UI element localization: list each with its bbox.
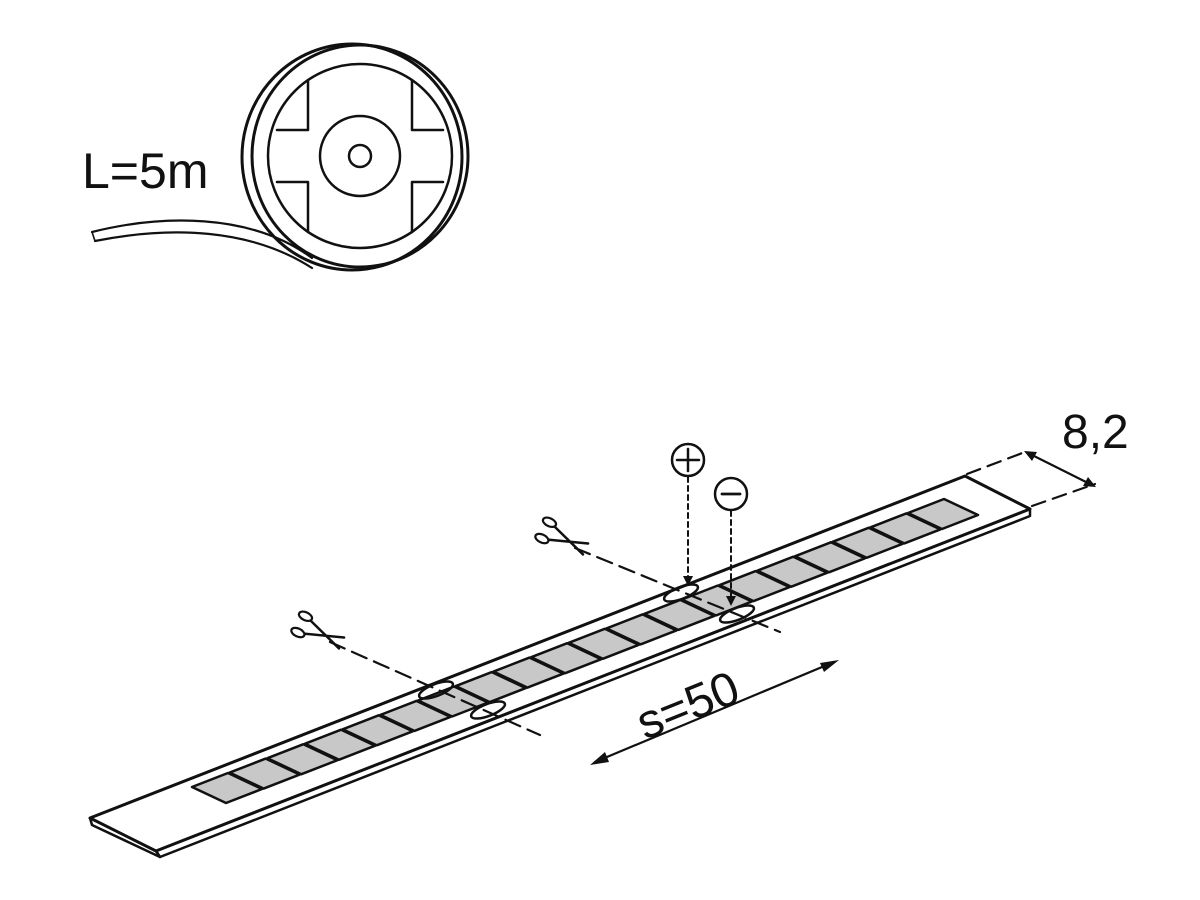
width-dimension-line <box>1028 452 1092 486</box>
spacing-label: s=50 <box>629 662 747 751</box>
width-extension-top <box>965 450 1027 476</box>
plus-marker <box>670 442 706 586</box>
reel-outer-rim <box>250 43 470 269</box>
scissors-blades <box>547 525 590 556</box>
width-arrowhead <box>1083 477 1096 487</box>
led-chip <box>906 497 980 531</box>
spacing-dimension-line <box>593 660 836 764</box>
cut-lines <box>328 546 782 737</box>
tape-tail-end <box>91 231 96 242</box>
solder-pad-minus <box>718 604 756 624</box>
width-label: 8,2 <box>1062 406 1129 459</box>
scissors-handle <box>541 516 558 529</box>
tape-tail-bottom <box>93 231 314 270</box>
reel-hub <box>318 114 402 198</box>
reel-inner-rim <box>266 62 454 250</box>
reel-axle <box>347 143 373 169</box>
cut-line-left <box>328 640 542 737</box>
width-dimension: 8,2 <box>965 406 1129 508</box>
strip-front-edge <box>154 507 1032 859</box>
minus-marker <box>713 476 749 606</box>
plus-arrowhead <box>683 576 693 586</box>
led-chips <box>190 497 980 805</box>
solder-pad <box>417 680 455 700</box>
tape-tail-top <box>90 219 314 260</box>
spacing-arrowhead <box>590 752 609 765</box>
led-strip: 8,2 s=50 <box>88 406 1129 859</box>
scissors-blades <box>303 619 346 650</box>
reel-illustration: L=5m <box>82 42 470 272</box>
reel-length-label: L=5m <box>82 143 208 199</box>
reel-back-rim <box>240 42 464 272</box>
solder-pad <box>469 700 507 720</box>
width-extension-bottom <box>1030 482 1097 508</box>
cut-line-right <box>573 546 782 634</box>
solder-pads <box>417 583 756 720</box>
scissors-icon <box>290 610 346 650</box>
strip-left-edge <box>88 816 162 859</box>
scissors-handle <box>534 532 550 545</box>
scissors-handle <box>297 610 314 623</box>
spacing-arrowhead <box>820 660 839 672</box>
reel-spokes <box>275 78 445 234</box>
scissors-handle <box>290 626 306 639</box>
solder-pad-plus <box>662 583 700 603</box>
spacing-dimension: s=50 <box>590 660 839 765</box>
plus-icon <box>675 447 701 473</box>
minus-arrowhead <box>726 596 736 606</box>
scissors-icon <box>534 516 590 556</box>
width-arrowhead <box>1024 451 1037 461</box>
